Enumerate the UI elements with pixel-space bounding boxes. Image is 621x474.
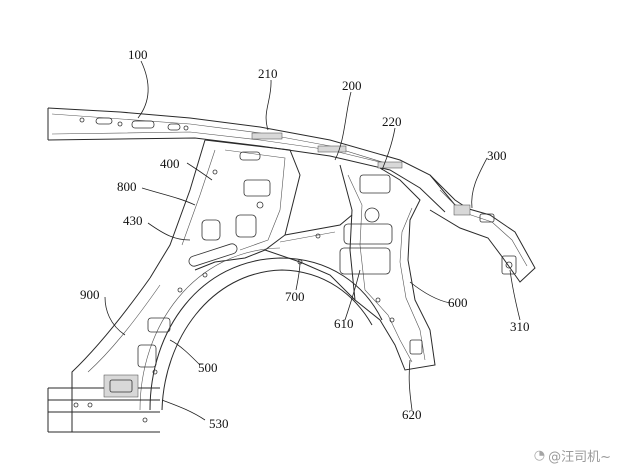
label-900: 900 xyxy=(80,287,100,302)
label-210: 210 xyxy=(258,66,278,81)
watermark: ◔ @汪司机~ xyxy=(534,446,611,465)
label-700: 700 xyxy=(285,289,305,304)
label-300: 300 xyxy=(487,148,507,163)
label-500: 500 xyxy=(198,360,218,375)
reference-numerals: 100 210 200 220 300 400 800 430 900 700 … xyxy=(80,47,530,431)
wheelhouse-panel-700 xyxy=(264,214,356,301)
label-620: 620 xyxy=(402,407,422,422)
label-610: 610 xyxy=(334,316,354,331)
label-530: 530 xyxy=(209,416,229,431)
weibo-icon: ◔ xyxy=(533,448,546,463)
label-430: 430 xyxy=(123,213,143,228)
c-pillar-200 xyxy=(339,164,436,371)
label-200: 200 xyxy=(342,78,362,93)
label-800: 800 xyxy=(117,179,137,194)
watermark-text: @汪司机~ xyxy=(548,450,611,465)
wheel-arch-500 xyxy=(137,247,383,411)
lower-pillar-900 xyxy=(47,277,161,433)
rear-pillar-300 xyxy=(429,174,536,283)
label-400: 400 xyxy=(160,156,180,171)
roof-rail-100 xyxy=(47,107,471,213)
label-220: 220 xyxy=(382,114,402,129)
b-pillar-400 xyxy=(149,139,301,279)
label-310: 310 xyxy=(510,319,530,334)
label-100: 100 xyxy=(128,47,148,62)
label-600: 600 xyxy=(448,295,468,310)
leader-lines xyxy=(104,60,521,421)
